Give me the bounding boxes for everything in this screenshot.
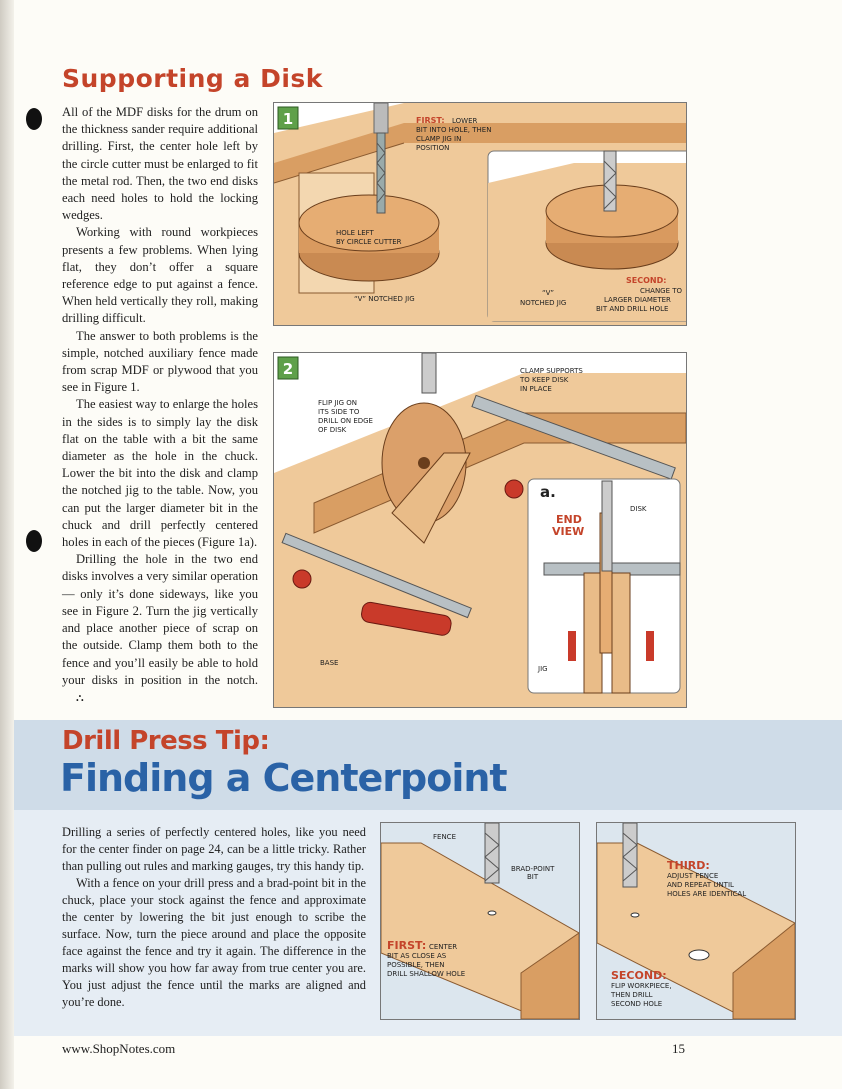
inset-notched-line: NOTCHED JIG: [520, 299, 566, 307]
figure-number: 2: [283, 360, 293, 378]
first-text-line: CLAMP JIG IN: [416, 135, 461, 143]
flip-label-line: OF DISK: [318, 426, 347, 434]
tip-figure-b: THIRD: ADJUST FENCE AND REPEAT UNTIL HOL…: [596, 822, 796, 1020]
second-heading: SECOND:: [611, 969, 667, 982]
figure-1: 1 FIRST: LOWER BIT INTO HOLE, THEN CLAMP…: [273, 102, 687, 326]
paragraph: Working with round workpieces presents a…: [62, 225, 258, 326]
flip-label-line: FLIP JIG ON: [318, 399, 357, 407]
first-text-line: LOWER: [452, 117, 478, 125]
second-heading: SECOND:: [626, 276, 666, 285]
paragraph: The easiest way to enlarge the holes in …: [62, 397, 258, 550]
base-label: BASE: [320, 659, 338, 667]
inset-letter: a.: [540, 483, 556, 501]
inset-a: “V” NOTCHED JIG SECOND: CHANGE TO LARGER…: [487, 150, 686, 322]
fence-label: FENCE: [433, 833, 456, 841]
paragraph: The answer to both problems is the simpl…: [62, 328, 258, 395]
inset-notched-line: “V”: [542, 289, 554, 297]
first-text-line: DRILL SHALLOW HOLE: [387, 970, 465, 978]
third-text-line: HOLES ARE IDENTICAL: [667, 890, 746, 898]
second-text-line: SECOND HOLE: [611, 1000, 662, 1008]
second-text-line: LARGER DIAMETER: [604, 296, 671, 304]
clamp-label-line: TO KEEP DISK: [519, 376, 569, 384]
footer-url: www.ShopNotes.com: [62, 1041, 176, 1056]
paragraph: Drilling the hole in the two end disks i…: [62, 551, 258, 707]
end-view-line: END: [556, 513, 582, 526]
brad-label-line: BIT: [527, 873, 539, 881]
third-heading: THIRD:: [667, 859, 710, 872]
flip-label-line: ITS SIDE TO: [318, 408, 360, 416]
brad-label-line: BRAD-POINT: [511, 865, 555, 873]
third-text-line: AND REPEAT UNTIL: [667, 881, 734, 889]
figure-2: 2 FLIP JIG ON ITS SIDE TO DRILL ON EDGE …: [273, 352, 687, 708]
clamp-label-line: IN PLACE: [520, 385, 552, 393]
end-mark-icon: ⛬: [76, 691, 84, 704]
binder-hole: [26, 108, 42, 130]
second-text-line: CHANGE TO: [640, 287, 683, 295]
tip-body: Drilling a series of perfectly centered …: [62, 824, 366, 1011]
first-text-line: POSITION: [416, 144, 449, 152]
tip-header-band: [14, 720, 842, 810]
paragraph: All of the MDF disks for the drum on the…: [62, 105, 258, 223]
first-heading: FIRST:: [387, 939, 426, 952]
end-view-line: VIEW: [552, 525, 584, 538]
article-body: All of the MDF disks for the drum on the…: [62, 104, 258, 707]
end-view-inset: a. END VIEW DISK JIG: [527, 478, 681, 694]
paragraph: With a fence on your drill press and a b…: [62, 876, 366, 1009]
disk-label: DISK: [630, 505, 647, 513]
jig-label: JIG: [537, 665, 548, 673]
flip-label-line: DRILL ON EDGE: [318, 417, 373, 425]
tip-kicker: Drill Press Tip:: [62, 726, 270, 756]
second-text-line: FLIP WORKPIECE,: [611, 982, 672, 990]
first-heading: FIRST:: [416, 116, 445, 125]
notched-jig-label: “V” NOTCHED JIG: [354, 295, 415, 303]
first-text-line: BIT INTO HOLE, THEN: [416, 126, 491, 134]
clamp-label-line: CLAMP SUPPORTS: [520, 367, 583, 375]
page-spine-shadow: [0, 0, 14, 1089]
first-text-line: BIT AS CLOSE AS: [387, 952, 447, 960]
section-title: Supporting a Disk: [62, 64, 323, 93]
first-text-line: CENTER: [429, 943, 457, 951]
third-text-line: ADJUST FENCE: [667, 872, 718, 880]
page-number: 15: [672, 1041, 685, 1056]
binder-hole: [26, 530, 42, 552]
second-text-line: BIT AND DRILL HOLE: [596, 305, 668, 313]
paragraph-text: Drilling the hole in the two end disks i…: [62, 552, 258, 687]
paragraph: Drilling a series of perfectly centered …: [62, 825, 366, 873]
hole-label-line: BY CIRCLE CUTTER: [336, 238, 402, 246]
second-text-line: THEN DRILL: [610, 991, 653, 999]
figure-number: 1: [283, 110, 293, 128]
tip-figure-a: FENCE BRAD-POINT BIT FIRST: CENTER BIT A…: [380, 822, 580, 1020]
tip-title: Finding a Centerpoint: [60, 756, 508, 800]
hole-label-line: HOLE LEFT: [336, 229, 375, 237]
first-text-line: POSSIBLE, THEN: [387, 961, 444, 969]
